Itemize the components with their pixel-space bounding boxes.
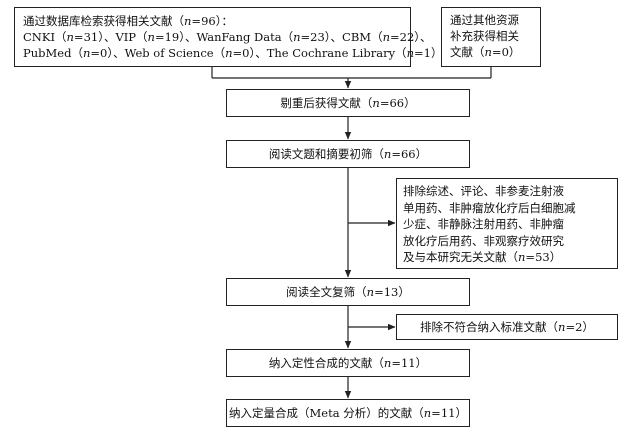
exclusion-box-1: 排除综述、评论、非参麦注射液 单用药、非肿瘤放化疗后白细胞减 少症、非静脉注射用… <box>396 178 618 269</box>
database-search-line-2: CNKI（n=31）、VIP（n=19）、WanFang Data（n=23）、… <box>23 30 432 44</box>
fulltext-screening-box: 阅读全文复筛（n=13） <box>226 278 470 306</box>
database-search-box: 通过数据库检索获得相关文献（n=96）： CNKI（n=31）、VIP（n=19… <box>14 7 443 67</box>
exclusion-1-line-5: 及与本研究无关文献（n=53） <box>403 250 562 264</box>
exclusion-1-line-1: 排除综述、评论、非参麦注射液 <box>403 184 564 198</box>
title-abstract-screening-box: 阅读文题和摘要初筛（n=66） <box>226 140 470 168</box>
database-search-line-1: 通过数据库检索获得相关文献（n=96）： <box>23 14 233 28</box>
exclusion-1-line-3: 少症、非静脉注射用药、非肿瘤 <box>403 217 564 231</box>
exclusion-box-2: 排除不符合纳入标准文献（n=2） <box>396 314 618 340</box>
quantitative-synthesis-box: 纳入定量合成（Meta 分析）的文献（n=11） <box>226 399 470 427</box>
other-sources-line-1: 通过其他资源 <box>450 13 519 27</box>
exclusion-1-line-4: 放化疗后用药、非观察疗效研究 <box>403 233 564 248</box>
other-sources-line-3: 文献（n=0） <box>450 45 521 59</box>
exclusion-1-line-2: 单用药、非肿瘤放化疗后白细胞减 <box>403 200 576 215</box>
exclusion-2-label: 排除不符合纳入标准文献（n=2） <box>420 320 594 334</box>
qualitative-synthesis-label: 纳入定性合成的文献（n=11） <box>268 356 428 370</box>
dedup-box: 剔重后获得文献（n=66） <box>226 89 470 117</box>
dedup-label: 剔重后获得文献（n=66） <box>280 96 416 110</box>
other-sources-line-2: 补充获得相关 <box>450 29 519 43</box>
quantitative-synthesis-label: 纳入定量合成（Meta 分析）的文献（n=11） <box>229 406 467 420</box>
fulltext-screening-label: 阅读全文复筛（n=13） <box>286 285 410 299</box>
title-abstract-screening-label: 阅读文题和摘要初筛（n=66） <box>268 147 428 161</box>
other-sources-box: 通过其他资源 补充获得相关 文献（n=0） <box>441 7 541 67</box>
qualitative-synthesis-box: 纳入定性合成的文献（n=11） <box>226 349 470 377</box>
database-search-line-3: PubMed（n=0）、Web of Science（n=0）、The Coch… <box>23 46 443 60</box>
